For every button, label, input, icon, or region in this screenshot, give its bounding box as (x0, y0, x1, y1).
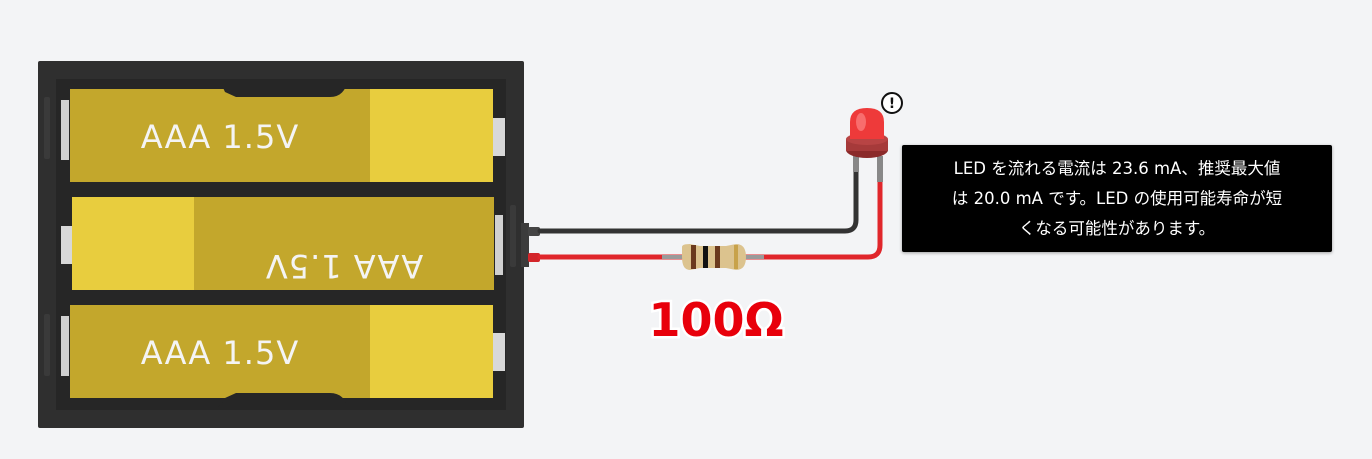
battery-3-label: AAA 1.5V (141, 334, 299, 372)
holder-terminals[interactable] (521, 223, 540, 267)
resistor[interactable] (662, 244, 764, 270)
led-warning-tooltip: LED を流れる電流は 23.6 mA、推奨最大値 は 20.0 mA です。L… (902, 145, 1332, 252)
battery-3[interactable]: AAA 1.5V (61, 305, 505, 410)
negative-wire[interactable] (537, 165, 859, 234)
resistor-value-label: 100Ω (648, 293, 783, 347)
led[interactable] (846, 108, 888, 182)
battery-2[interactable]: AAA 1.5V (61, 197, 503, 290)
band-4 (734, 245, 738, 269)
warning-icon[interactable]: ! (881, 92, 903, 114)
negative-terminal (528, 227, 540, 236)
battery-1-label: AAA 1.5V (141, 118, 299, 156)
tooltip-line-1: LED を流れる電流は 23.6 mA、推奨最大値 (953, 159, 1281, 178)
battery-1[interactable]: AAA 1.5V (61, 79, 505, 182)
warning-symbol: ! (889, 96, 895, 112)
tooltip-line-3: くなる可能性があります。 (1018, 219, 1216, 238)
band-3 (715, 246, 720, 268)
tooltip-line-2: は 20.0 mA です。LED の使用可能寿命が短 (951, 189, 1283, 208)
band-1 (691, 245, 696, 269)
positive-wire[interactable] (537, 177, 883, 260)
battery-2-label: AAA 1.5V (265, 247, 423, 285)
band-2 (703, 246, 708, 268)
positive-terminal (528, 253, 540, 262)
